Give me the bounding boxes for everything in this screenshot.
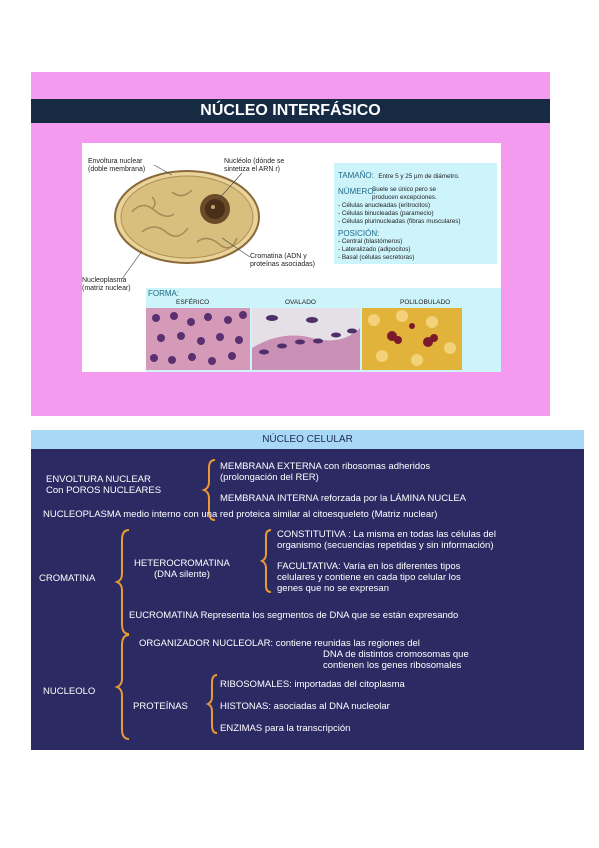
forma-title: FORMA: [148, 289, 180, 298]
slide2-header: NÚCLEO CELULAR [31, 430, 584, 449]
slide1-title: NÚCLEO INTERFÁSICO [31, 99, 550, 123]
posicion-items: - Central (blastómeros)- Lateralizado (a… [338, 238, 415, 261]
brace-nucleolo [114, 634, 130, 740]
brace-group [114, 459, 272, 740]
esferico-micrograph [146, 308, 250, 370]
cromatina-label: CROMATINA [39, 573, 96, 584]
ovalado-micrograph [252, 308, 360, 370]
heterocromatina: HETEROCROMATINA(DNA silente) [134, 558, 230, 580]
forma-ovalado-label: OVALADO [285, 299, 316, 306]
forma-esferico-label: ESFÉRICO [176, 299, 210, 306]
slide-nucleo-interfasico: NÚCLEO INTERFÁSICO Envoltura nuclear(dob… [31, 72, 550, 416]
polilobulado-micrograph [362, 308, 462, 370]
label-leader-lines [121, 164, 251, 280]
eucromatina: EUCROMATINA Representa los segmentos de … [129, 610, 459, 621]
label-nucleoplasma: Nucleoplasma(matriz nuclear) [82, 277, 131, 292]
ribosomales: RIBOSOMALES: importadas del citoplasma [220, 679, 405, 690]
histonas: HISTONAS: asociadas al DNA nucleolar [220, 701, 390, 712]
numero-items: - Células anucleadas (eritrocitos)- Célu… [338, 202, 461, 225]
forma-polilobulado-label: POLILOBULADO [400, 299, 451, 306]
facultativa: FACULTATIVA: Varía en los diferentes tip… [277, 561, 461, 594]
membrana-interna: MEMBRANA INTERNA reforzada por la LÁMINA… [220, 493, 467, 504]
label-envoltura: Envoltura nuclear(doble membrana) [88, 158, 146, 173]
membrana-externa: MEMBRANA EXTERNA con ribosomas adheridos… [220, 461, 431, 483]
organizador-nucleolar: ORGANIZADOR NUCLEOLAR: contiene reunidas… [139, 638, 469, 671]
forma-panel: FORMA: ESFÉRICO OVALADO POLILOBULADO [146, 288, 501, 372]
enzimas: ENZIMAS para la transcripción [220, 723, 351, 734]
proteinas-label: PROTEÍNAS [133, 701, 188, 712]
brace-envoltura [201, 459, 216, 521]
tamano-row: TAMAÑO: Entre 5 y 25 µm de diámetro. [338, 171, 460, 180]
brace-proteinas [205, 674, 218, 734]
nucleoplasma: NUCLEOPLASMA medio interno con una red p… [43, 509, 438, 520]
info-box: TAMAÑO: Entre 5 y 25 µm de diámetro. NÚM… [334, 163, 497, 264]
brace-cromatina [114, 529, 130, 635]
numero-title: NÚMERO: [338, 187, 376, 196]
brace-heterocromatina [259, 529, 272, 593]
posicion-title: POSICIÓN: [338, 229, 380, 238]
nucleus-figure: Envoltura nuclear(doble membrana) Nucléo… [82, 143, 501, 372]
nucleolo-label: NUCLEOLO [43, 686, 96, 697]
constitutiva: CONSTITUTIVA : La misma en todas las cél… [277, 529, 496, 551]
